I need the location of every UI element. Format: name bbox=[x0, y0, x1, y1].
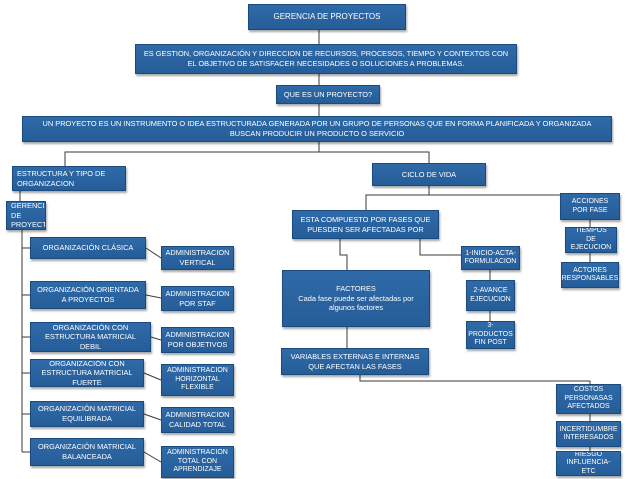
connector-answer-structure bbox=[64, 142, 320, 166]
adm-aprendizaje-node: ADMINISTRACION TOTAL CON APRENDIZAJE bbox=[161, 446, 234, 478]
lifecycle-node: CICLO DE VIDA bbox=[372, 163, 486, 186]
fase3-node: 3-PRODUCTOS FIN POST bbox=[466, 321, 515, 349]
fase2-node: 2-AVANCE EJECUCION bbox=[466, 280, 515, 311]
connector-fuerte-horizontal bbox=[143, 372, 162, 381]
connector-variables-costos bbox=[359, 375, 591, 384]
adm-calidad-node: ADMINISTRACION CALIDAD TOTAL bbox=[161, 407, 234, 433]
adm-vertical-node: ADMINISTRACION VERTICAL bbox=[161, 246, 234, 270]
question-node: QUE ES UN PROYECTO? bbox=[276, 85, 380, 104]
connector-answer-lifecycle bbox=[319, 151, 430, 163]
adm-staf-node: ADMINISTRACION POR STAF bbox=[161, 286, 234, 311]
adm-horizontal-node: ADMINISTRACION HORIZONTAL FLEXIBLE bbox=[161, 364, 234, 396]
structure-node: ESTRUCTURA Y TIPO DE ORGANIZACION bbox=[12, 166, 126, 191]
definition-node: ES GESTION, ORGANIZACIÓN Y DIRECCION DE … bbox=[135, 44, 517, 74]
actores-node: ACTORES RESPONSABLES bbox=[561, 262, 619, 288]
answer-node: UN PROYECTO ES UN INSTRUMENTO O IDEA EST… bbox=[22, 116, 612, 142]
costos-node: COSTOS PERSONASAS AFECTADOS bbox=[556, 384, 621, 414]
adm-objetivos-node: ADMINISTRACION POR OBJETIVOS bbox=[161, 327, 234, 353]
variables-node: VARIABLES EXTERNAS E INTERNAS QUE AFECTA… bbox=[281, 348, 429, 375]
root-node: GERENCIA DE PROYECTOS bbox=[248, 4, 406, 30]
org-orientada-node: ORGANIZACIÓN ORIENTADA A PROYECTOS bbox=[30, 281, 146, 309]
fase1-node: 1-INICIO-ACTA-FORMULACION bbox=[461, 246, 520, 270]
connector-orientada-staf bbox=[145, 294, 162, 299]
org-clasica-node: ORGANIZACIÓN CLÁSICA bbox=[30, 237, 146, 259]
org-balanceada-node: ORGANIZACIÓN MATRICIAL BALANCEADA bbox=[30, 438, 144, 466]
connector-lifecycle-fases bbox=[365, 186, 430, 210]
factores-node: FACTORES Cada fase puede ser afectadas p… bbox=[282, 270, 430, 327]
riesgo-node: RIESGO INFLUENCIA- ETC bbox=[556, 451, 621, 476]
acciones-node: ACCIONES POR FASE bbox=[560, 193, 620, 220]
org-equilibrada-node: ORGANIZACIÓN MATRICIAL EQUILIBRADA bbox=[30, 401, 144, 427]
org-fuerte-node: ORGANIZACIÓN CON ESTRUCTURA MATRICIAL FU… bbox=[30, 359, 144, 387]
gerencia-node: GERENCIA DE PROYECTOS bbox=[6, 201, 46, 230]
incertidumbre-node: INCERTIDUMBRE INTERESADOS bbox=[556, 421, 621, 447]
connector-balanceada-aprendizaje bbox=[143, 451, 162, 463]
connector-fases-factores bbox=[339, 239, 348, 270]
org-debil-node: ORGANIZACIÓN CON ESTRUCTURA MATRICIAL DE… bbox=[30, 322, 151, 352]
tiempos-node: TIEMPOS DE EJECUCION bbox=[565, 227, 617, 253]
connector-debil-objetivos bbox=[150, 336, 162, 341]
connector-equilibrada-calidad bbox=[143, 413, 162, 421]
connector-clasica-vertical bbox=[145, 247, 162, 259]
fases-node: ESTA COMPUESTO POR FASES QUE PUESDEN SER… bbox=[292, 210, 439, 239]
